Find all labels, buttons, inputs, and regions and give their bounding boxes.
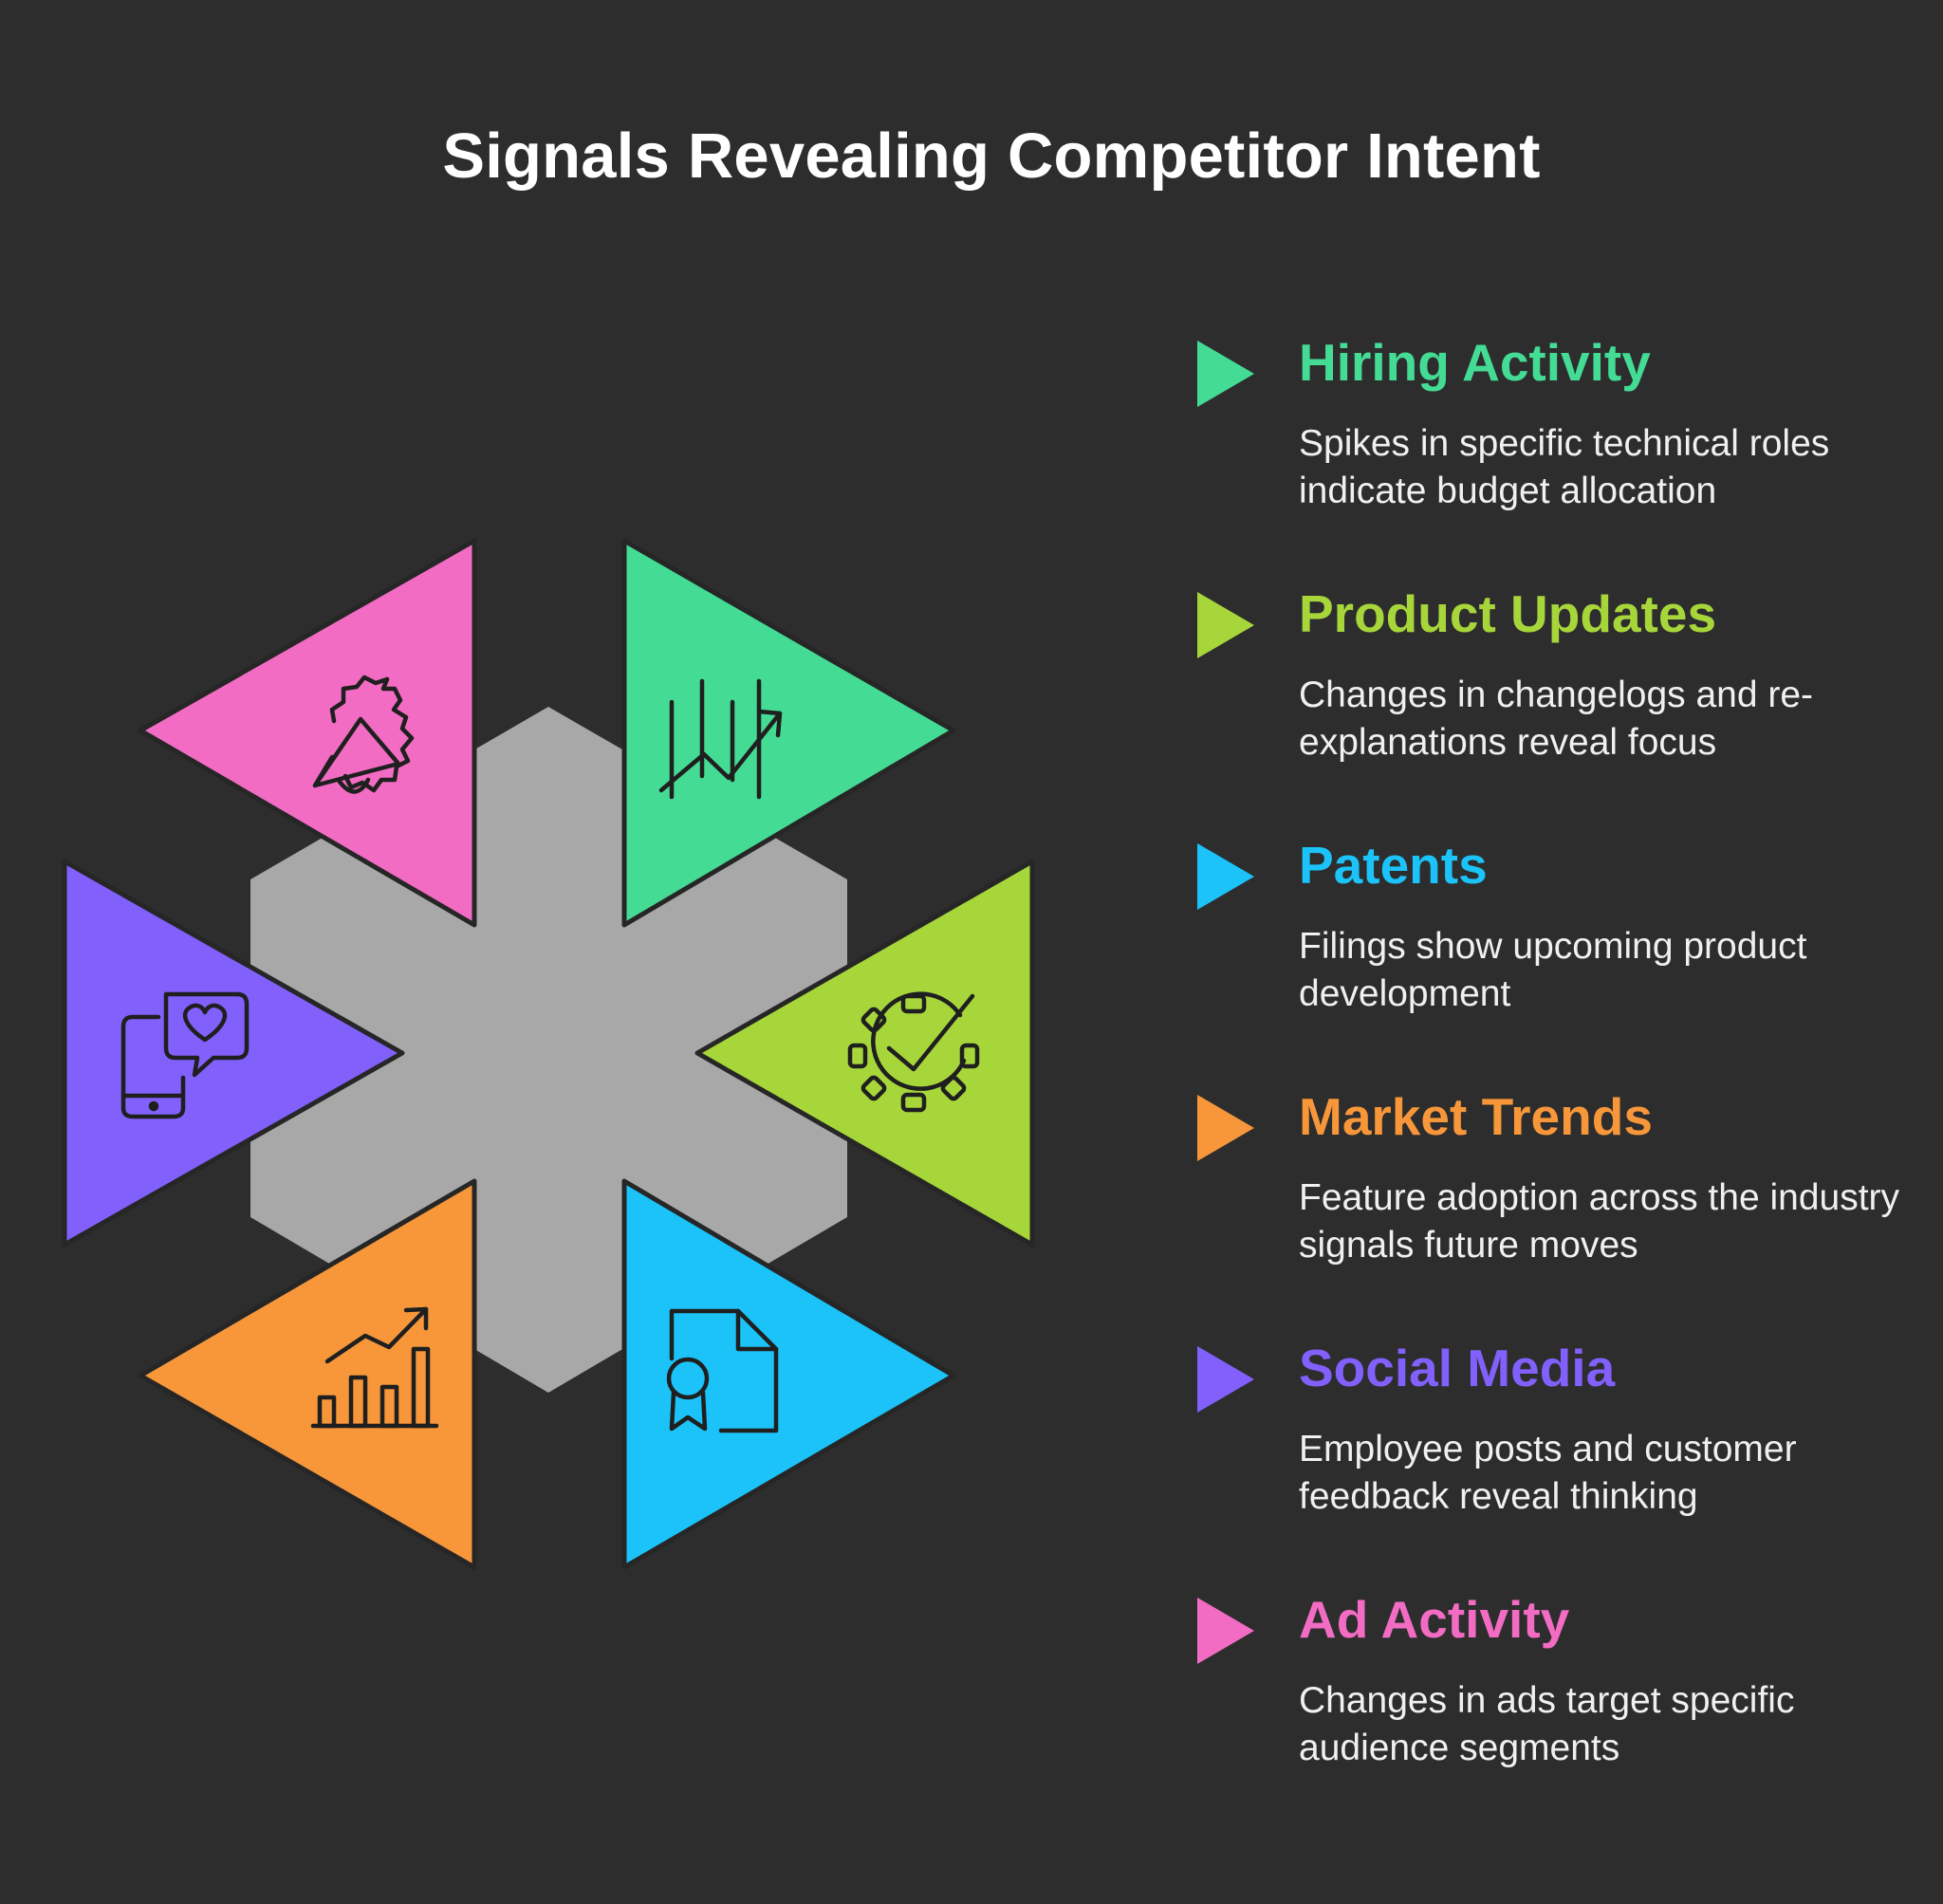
legend-description-social: Employee posts and customer feedback rev…: [1299, 1429, 1797, 1517]
market-triangle: [138, 1178, 477, 1570]
legend-marker-market: [1197, 1095, 1254, 1161]
legend-marker-ad: [1197, 1598, 1254, 1664]
gear-check-icon: [847, 991, 980, 1113]
legend-title-hiring: Hiring Activity: [1299, 333, 1651, 392]
legend-description-patents: Filings show upcoming product developmen…: [1299, 926, 1807, 1014]
hiring-triangle: [621, 538, 956, 928]
signals-diagram: [62, 538, 1032, 1570]
legend-description-product: Changes in changelogs and re-explanation…: [1299, 675, 1814, 763]
ad-triangle: [138, 538, 477, 928]
growth-chart-icon: [310, 1306, 439, 1429]
certificate-document-icon: [666, 1308, 779, 1433]
patents-triangle: [621, 1178, 956, 1570]
legend-title-patents: Patents: [1299, 836, 1488, 895]
legend-marker-social: [1197, 1346, 1254, 1413]
legend-description-ad: Changes in ads target specific audience …: [1299, 1680, 1795, 1768]
legend-description-market: Feature adoption across the industry sig…: [1299, 1177, 1900, 1266]
bar-chart-up-icon: [658, 678, 783, 800]
legend-description-hiring: Spikes in specific technical roles indic…: [1299, 423, 1830, 511]
phone-heart-icon: [120, 991, 250, 1119]
legend-marker-patents: [1197, 843, 1254, 910]
megaphone-badge-icon: [312, 675, 415, 794]
legend-marker-hiring: [1197, 341, 1254, 407]
page-title: Signals Revealing Competitor Intent: [442, 120, 1541, 192]
legend-title-market: Market Trends: [1299, 1087, 1653, 1146]
legend-marker-product: [1197, 592, 1254, 658]
legend-title-ad: Ad Activity: [1299, 1590, 1570, 1649]
social-triangle: [62, 859, 405, 1248]
legend-title-social: Social Media: [1299, 1339, 1616, 1397]
legend-title-product: Product Updates: [1299, 584, 1717, 643]
